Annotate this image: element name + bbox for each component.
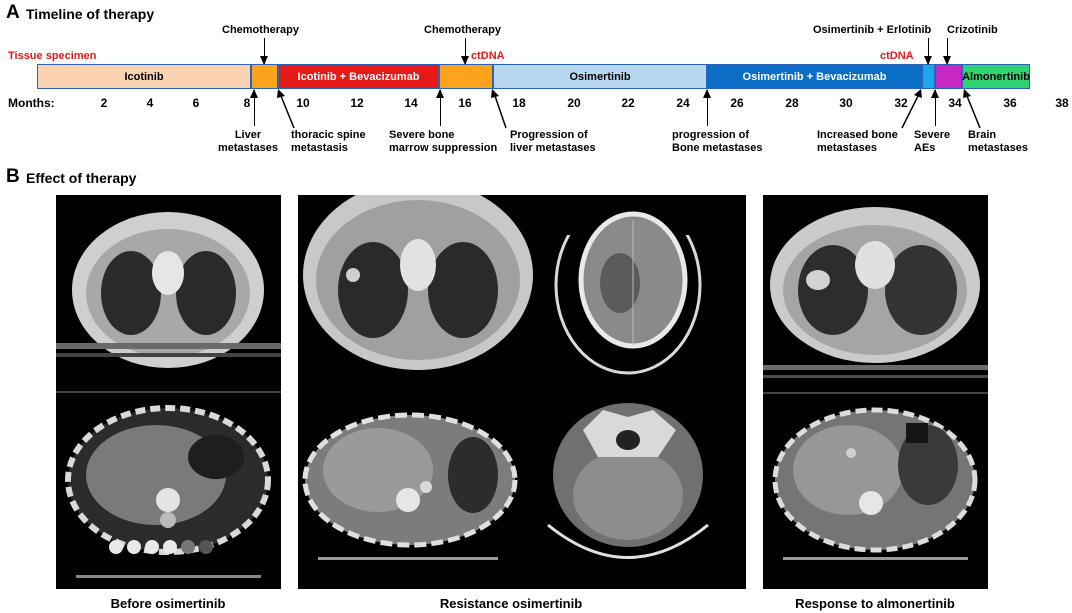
panel-a-title: Timeline of therapy: [26, 6, 155, 22]
event-progression-bone-metastases: progression of Bone metastases: [672, 129, 763, 155]
event-line: Increased bone: [817, 129, 898, 141]
month-tick: 2: [100, 96, 108, 110]
event-crizotinib: Crizotinib: [947, 24, 998, 36]
month-tick: 12: [350, 96, 364, 110]
arrow-bone-marrow-suppression: [435, 89, 444, 126]
event-line: liver metastases: [510, 142, 596, 154]
month-tick: 8: [243, 96, 251, 110]
event-severe-aes: Severe AEs: [914, 129, 950, 155]
event-line: thoracic spine: [291, 129, 366, 141]
event-line: metastasis: [291, 142, 348, 154]
ct-scan-image: [298, 195, 746, 589]
event-line: metastases: [968, 142, 1028, 154]
event-ctdna-2: ctDNA: [880, 50, 914, 62]
caption-resistance-osimertinib: Resistance osimertinib: [439, 596, 583, 611]
event-ctdna-1: ctDNA: [471, 50, 505, 62]
panel-a-letter: A: [6, 2, 20, 23]
segment-osimertinib-bevacizumab: Osimertinib + Bevacizumab: [707, 64, 922, 89]
event-bone-marrow-suppression: Severe bone marrow suppression: [389, 129, 497, 155]
event-line: Severe: [914, 129, 951, 141]
month-tick: 24: [676, 96, 690, 110]
segment-label: Osimertinib: [569, 70, 631, 83]
event-progression-liver-metastases: Progression of liver metastases: [510, 129, 596, 155]
arrow-chemotherapy-1: [259, 38, 268, 65]
arrow-increased-bone: [901, 89, 922, 129]
event-line: Progression of: [510, 129, 588, 141]
segment-label: Icotinib: [124, 70, 164, 83]
segment-chemotherapy-2: [439, 64, 493, 89]
segment-almonertinib: Almonertinib: [962, 64, 1030, 89]
event-increased-bone-metastases: Increased bone metastases: [817, 129, 898, 155]
segment-chemotherapy-1: [251, 64, 278, 89]
arrow-severe-aes: [930, 89, 939, 126]
month-tick: 4: [146, 96, 154, 110]
arrow-crizotinib: [942, 38, 951, 65]
month-tick: 32: [894, 96, 908, 110]
event-line: Liver: [234, 129, 262, 141]
month-tick: 22: [621, 96, 635, 110]
month-tick: 38: [1055, 96, 1069, 110]
event-chemotherapy-1: Chemotherapy: [222, 24, 300, 36]
month-tick: 16: [458, 96, 472, 110]
event-line: metastases: [218, 142, 278, 154]
segment-label: Osimertinib + Bevacizumab: [742, 70, 887, 83]
arrow-brain-metastases: [963, 89, 981, 129]
segment-osimertinib: Osimertinib: [493, 64, 707, 89]
tissue-specimen-label: Tissue specimen: [8, 50, 97, 62]
panel-b-letter: B: [6, 166, 20, 187]
ct-scan-image: [56, 195, 281, 578]
month-tick: 26: [730, 96, 744, 110]
event-brain-metastases: Brain metastases: [968, 129, 1028, 155]
arrow-osimertinib-erlotinib: [923, 38, 932, 65]
event-thoracic-spine-metastasis: thoracic spine metastasis: [291, 129, 366, 155]
ct-before-osimertinib: [56, 195, 281, 589]
arrow-bone-progression: [702, 89, 711, 126]
event-line: progression of: [672, 129, 750, 141]
event-osimertinib-erlotinib: Osimertinib + Erlotinib: [813, 24, 932, 36]
event-chemotherapy-2: Chemotherapy: [424, 24, 502, 36]
ct-scan-image: [763, 195, 988, 589]
arrow-chemotherapy-2: [460, 38, 469, 65]
month-tick: 18: [512, 96, 526, 110]
event-line: AEs: [914, 142, 936, 154]
caption-response-almonertinib: Response to almonertinib: [795, 596, 955, 611]
segment-crizotinib: [935, 64, 962, 89]
segment-osimertinib-erlotinib: [922, 64, 935, 89]
segment-label: Icotinib + Bevacizumab: [297, 70, 420, 83]
event-line: metastases: [817, 142, 877, 154]
event-line: Brain: [968, 129, 997, 141]
ct-resistance-osimertinib: [298, 195, 746, 589]
caption-before-osimertinib: Before osimertinib: [110, 596, 226, 611]
month-tick: 28: [785, 96, 799, 110]
arrow-liver-metastases: [249, 89, 258, 126]
month-tick: 6: [192, 96, 200, 110]
event-line: Severe bone: [389, 129, 455, 141]
months-label: Months:: [8, 96, 55, 110]
month-tick: 14: [404, 96, 418, 110]
event-line: Bone metastases: [672, 142, 763, 154]
month-tick: 36: [1003, 96, 1017, 110]
ct-response-almonertinib: [763, 195, 988, 589]
panel-b-title: Effect of therapy: [26, 170, 137, 186]
segment-icotinib: Icotinib: [37, 64, 251, 89]
month-tick: 10: [296, 96, 310, 110]
month-tick: 34: [948, 96, 962, 110]
segment-icotinib-bevacizumab: Icotinib + Bevacizumab: [278, 64, 439, 89]
event-line: marrow suppression: [389, 142, 498, 154]
arrow-thoracic-spine: [277, 89, 295, 129]
month-tick: 30: [839, 96, 853, 110]
arrow-liver-progression: [491, 89, 507, 129]
segment-label: Almonertinib: [962, 70, 1030, 83]
month-tick: 20: [567, 96, 581, 110]
event-liver-metastases: Liver metastases: [218, 129, 278, 155]
